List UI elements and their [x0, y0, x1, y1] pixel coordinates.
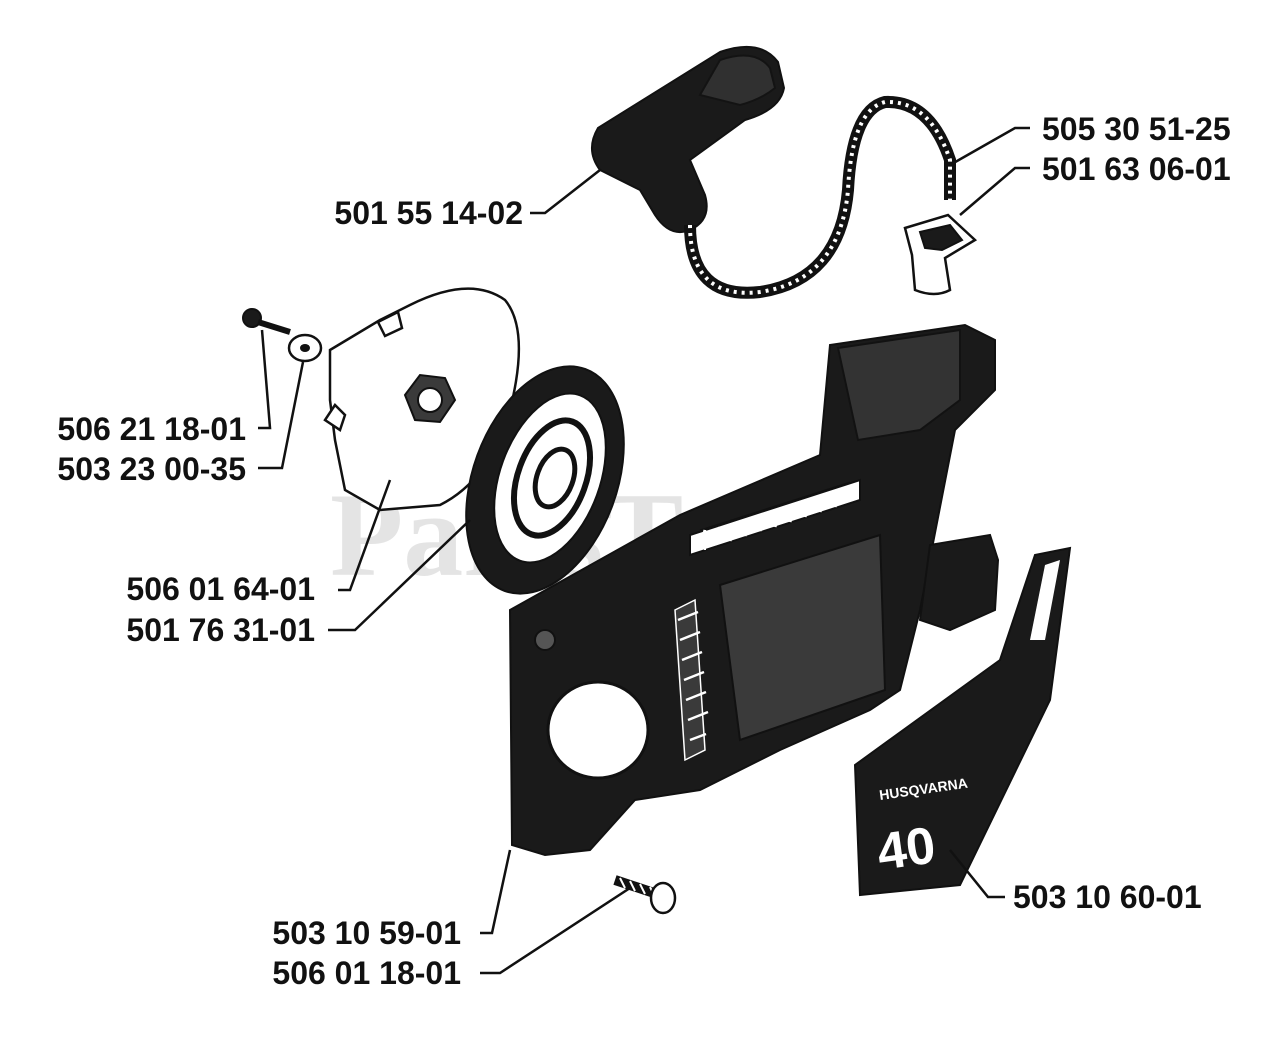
starter-rope-illustration	[684, 95, 956, 299]
label-pulley: 506 01 64-01	[126, 571, 315, 607]
label-screw-top: 506 21 18-01	[57, 411, 246, 447]
screw-bottom-illustration	[613, 875, 677, 915]
label-housing: 503 10 59-01	[272, 915, 461, 951]
label-spring: 501 76 31-01	[126, 612, 315, 648]
label-screw-bottom: 506 01 18-01	[272, 955, 461, 991]
decal-illustration: HUSQVARNA 40	[853, 546, 1072, 897]
pulley-illustration	[323, 287, 521, 512]
label-rope: 505 30 51-25	[1042, 111, 1231, 147]
label-handle: 501 55 14-02	[334, 195, 523, 231]
spring-illustration	[465, 365, 625, 595]
rope-guide-illustration	[903, 213, 978, 296]
label-rope-guide: 501 63 06-01	[1042, 151, 1231, 187]
decal-model-text: 40	[874, 816, 939, 881]
label-washer: 503 23 00-35	[57, 451, 246, 487]
part-labels: 501 55 14-02 505 30 51-25 501 63 06-01 5…	[57, 111, 1230, 991]
label-decal: 503 10 60-01	[1013, 879, 1202, 915]
starter-handle-illustration	[591, 45, 786, 234]
washer-illustration	[287, 333, 323, 363]
leader-lines	[258, 126, 1030, 975]
screw-top-illustration	[242, 308, 291, 335]
starter-housing-illustration	[508, 323, 1000, 857]
